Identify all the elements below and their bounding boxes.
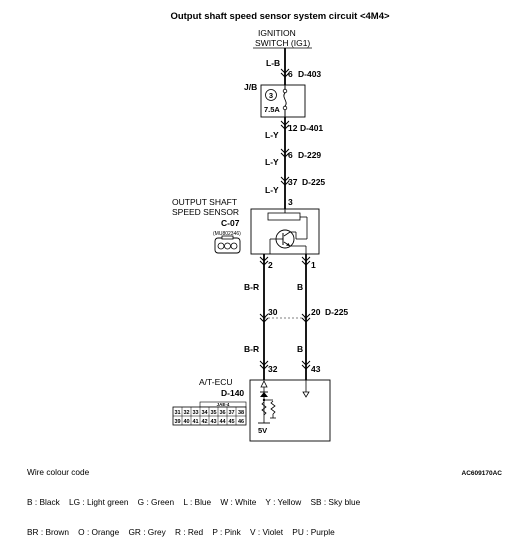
junction-block-box: [260, 84, 306, 118]
hall-sensor-icon: [267, 209, 308, 254]
ignition-switch-label: IGNITION: [258, 28, 296, 38]
harness-connector-2: D-225: [302, 177, 325, 187]
ecu-pin-cell: 40: [183, 419, 189, 425]
ecu-pin-cell: 38: [238, 410, 244, 416]
ecu-pin-cell: 39: [174, 419, 180, 425]
jb-input-pin: 6: [288, 69, 293, 79]
wire-color-l-y-1: L-Y: [265, 130, 279, 140]
harness-pin-1: 6: [288, 150, 293, 160]
wire-jb-to-sensor: [280, 117, 290, 209]
wire-color-l-y-2: L-Y: [265, 157, 279, 167]
fuse-icon: [282, 85, 288, 117]
ecu-pin-left: 32: [268, 364, 278, 374]
ecu-pin-cell: 35: [210, 410, 216, 416]
wire-color-b-r-upper: B-R: [244, 282, 259, 292]
sensor-part-number: (MU802346): [213, 231, 241, 237]
figure-code: AC609170AC: [462, 470, 503, 477]
wire-color-l-y-3: L-Y: [265, 185, 279, 195]
wire-ignition-to-jb: [280, 48, 290, 85]
mid-connector: D-225: [325, 307, 348, 317]
ecu-pin-cell: 43: [210, 419, 216, 425]
harness-pin-2: 37: [288, 177, 298, 187]
legend-title: Wire colour code: [27, 467, 90, 477]
wire-color-b-r-lower: B-R: [244, 344, 259, 354]
junction-block-label: J/B: [244, 82, 257, 92]
ecu-pin-right: 43: [311, 364, 321, 374]
wire-colour-legend: Wire colour code B : Black LG : Light gr…: [27, 447, 360, 547]
sensor-pin-2: 2: [268, 260, 273, 270]
legend-line-1: B : Black LG : Light green G : Green L :…: [27, 497, 361, 507]
jb-output-pin: 12: [288, 123, 298, 133]
fuse-rating: 7.5A: [264, 105, 280, 114]
sensor-pin-3: 3: [288, 197, 293, 207]
ecu-connector: D-140: [221, 388, 244, 398]
fuse-number: 3: [269, 91, 273, 100]
sensor-pin-1: 1: [311, 260, 316, 270]
wire-color-b-upper: B: [297, 282, 303, 292]
mid-pin-right: 20: [311, 307, 321, 317]
ecu-connector-pinout: JAE-4 31 32 33 34 35 36 37 38 39 40 41 4…: [172, 401, 247, 426]
ecu-internal-circuit-icon: [258, 380, 310, 424]
harness-connector-1: D-229: [298, 150, 321, 160]
sensor-label-line2: SPEED SENSOR: [172, 207, 239, 217]
ecu-pin-cell: 32: [183, 410, 189, 416]
ecu-pin-cell: 42: [201, 419, 207, 425]
circuit-diagram: Output shaft speed sensor system circuit…: [170, 11, 503, 477]
ecu-pin-cell: 37: [228, 410, 234, 416]
ecu-pin-cell: 34: [201, 410, 208, 416]
fuse-number-circle: [265, 89, 277, 101]
jb-output-connector: D-401: [300, 123, 323, 133]
ecu-label: A/T-ECU: [199, 377, 233, 387]
jb-input-connector: D-403: [298, 69, 321, 79]
ecu-pin-cell: 36: [219, 410, 225, 416]
wire-sensor-pin2-to-ecu: [259, 254, 269, 380]
wire-sensor-pin1-to-ecu: [301, 254, 311, 380]
mid-pin-left: 30: [268, 307, 278, 317]
ecu-box: [249, 379, 331, 442]
diagram-title: Output shaft speed sensor system circuit…: [170, 11, 390, 22]
legend-line-2: BR : Brown O : Orange GR : Grey R : Red …: [27, 527, 335, 537]
ecu-pin-cell: 33: [192, 410, 198, 416]
ecu-connector-code: JAE-4: [217, 402, 230, 407]
ecu-pin-cell: 44: [219, 419, 226, 425]
sensor-label-line1: OUTPUT SHAFT: [172, 197, 237, 207]
sensor-connector-icon: [214, 235, 241, 254]
wire-color-l-b: L-B: [266, 58, 280, 68]
sensor-connector: C-07: [221, 218, 240, 228]
ecu-pin-cell: 41: [192, 419, 198, 425]
wire-color-b-lower: B: [297, 344, 303, 354]
ecu-pin-cell: 46: [238, 419, 244, 425]
ecu-supply-voltage: 5V: [258, 426, 267, 435]
ignition-switch-sub-label: SWITCH (IG1): [255, 38, 310, 48]
ecu-pin-cell: 31: [174, 410, 180, 416]
ecu-pin-cell: 45: [228, 419, 234, 425]
